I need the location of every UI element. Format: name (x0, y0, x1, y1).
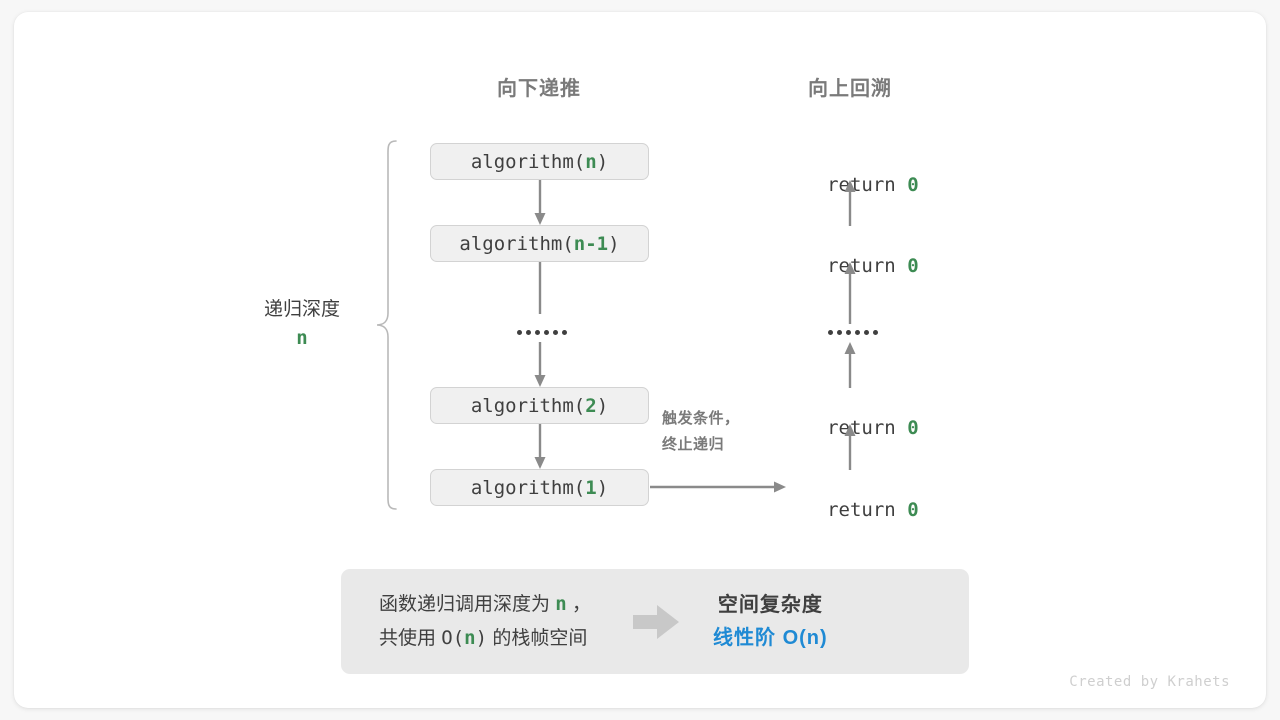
summary-line-2-a: 共使用 (379, 627, 442, 649)
summary-line-2-b: 的栈帧空间 (487, 627, 588, 649)
call-box-n-name: algorithm( (470, 150, 586, 173)
call-box-2[interactable]: algorithm(2) (430, 387, 649, 424)
return-row-1: return 0 (740, 152, 960, 218)
recursion-depth-value: n (296, 327, 308, 350)
call-box-n-close: ) (596, 150, 609, 173)
heading-upward-backtracking: 向上回溯 (808, 78, 892, 100)
return-keyword-4: return (827, 499, 908, 521)
call-box-2-arg: 2 (585, 394, 597, 417)
recursion-depth-title: 递归深度 (263, 299, 340, 320)
call-box-2-name: algorithm( (470, 394, 586, 417)
call-box-n-minus-1[interactable]: algorithm(n-1) (430, 225, 649, 262)
return-value-4: 0 (907, 499, 919, 521)
summary-description: 函数递归调用深度为 n ， 共使用 O(n) 的栈帧空间 (341, 588, 591, 655)
return-value-3: 0 (907, 417, 919, 439)
right-ellipsis-dots (828, 330, 878, 335)
call-box-2-close: ) (596, 394, 609, 417)
call-box-1-close: ) (596, 476, 609, 499)
return-keyword-1: return (827, 174, 908, 196)
diagram-card: 向下递推 向上回溯 递归深度 n algorithm(n) algorithm(… (14, 12, 1266, 708)
summary-line-1: 函数递归调用深度为 n ， (379, 588, 591, 621)
heading-downward-recursion: 向下递推 (497, 78, 581, 100)
call-box-n-arg: n (585, 150, 597, 173)
down-arrow-3 (534, 342, 546, 387)
down-arrow-1 (534, 180, 546, 225)
call-box-n-minus-1-arg: n-1 (573, 232, 609, 255)
return-keyword-3: return (827, 417, 908, 439)
call-box-n-minus-1-close: ) (608, 232, 620, 255)
space-complexity-title: 空间复杂度 (717, 593, 823, 616)
up-arrow-2 (844, 262, 856, 324)
summary-line-1-b: ， (566, 594, 592, 616)
terminate-arrow (650, 481, 786, 493)
down-arrow-4 (534, 424, 546, 469)
space-complexity-value: 线性阶 O(n) (713, 626, 828, 649)
call-box-n[interactable]: algorithm(n) (430, 143, 649, 180)
summary-line-1-n: n (555, 593, 567, 616)
summary-line-1-a: 函数递归调用深度为 (379, 594, 556, 616)
recursion-depth-label: 递归深度 n (202, 295, 402, 354)
return-keyword-2: return (827, 255, 908, 277)
call-box-1-name: algorithm( (470, 476, 586, 499)
summary-panel: 函数递归调用深度为 n ， 共使用 O(n) 的栈帧空间 空间复杂度 线性阶 O… (341, 569, 969, 674)
left-ellipsis-dots (517, 330, 567, 335)
summary-line-2-o: O( (441, 626, 465, 649)
return-value-1: 0 (907, 174, 919, 196)
call-box-1-arg: 1 (585, 476, 597, 499)
return-value-2: 0 (907, 255, 919, 277)
terminate-condition-label: 触发条件， 终止递归 (662, 410, 740, 454)
summary-conclusion: 空间复杂度 线性阶 O(n) (713, 589, 828, 655)
summary-line-2-c: ) (475, 626, 488, 649)
up-arrow-1 (844, 180, 856, 226)
depth-brace (376, 140, 397, 510)
up-arrow-4 (844, 424, 856, 470)
call-box-1[interactable]: algorithm(1) (430, 469, 649, 506)
call-box-n-minus-1-name: algorithm( (459, 232, 574, 255)
credit-text: Created by Krahets (1069, 674, 1230, 690)
up-arrow-3 (844, 342, 856, 388)
down-arrow-2 (538, 262, 542, 314)
summary-implies-arrow (633, 604, 680, 639)
summary-line-2: 共使用 O(n) 的栈帧空间 (379, 622, 591, 655)
return-row-2: return 0 (740, 233, 960, 299)
return-row-3: return 0 (740, 395, 960, 461)
summary-line-2-n: n (464, 626, 476, 649)
return-row-4: return 0 (740, 477, 960, 543)
